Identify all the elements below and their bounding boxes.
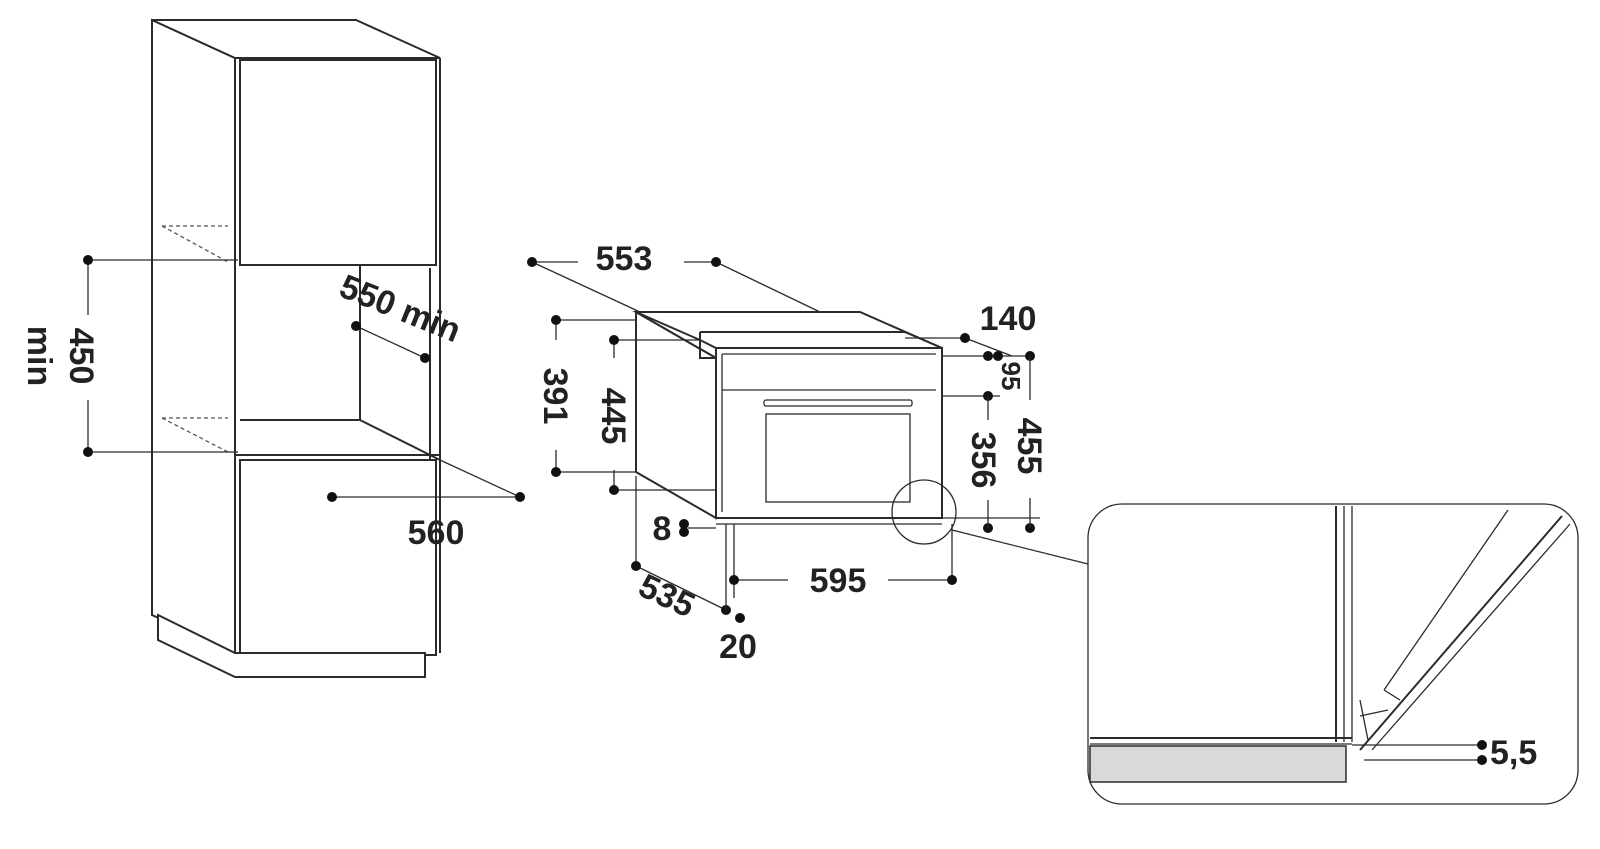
dim-body-height-label: 391 — [536, 368, 574, 425]
dim-niche-width-label: 560 — [408, 514, 465, 552]
dim-door-height-label: 455 — [1010, 418, 1048, 475]
dim-top-recess-label: 140 — [980, 300, 1037, 338]
dim-bottom-gap-label: 8 — [653, 510, 672, 548]
dim-total-depth-label: 553 — [596, 240, 653, 278]
cabinet-drawing — [83, 18, 525, 678]
dim-door-thickness-label: 20 — [719, 628, 757, 666]
dim-niche-depth-label: 550 min — [334, 267, 466, 350]
detail-zoom — [1087, 503, 1579, 805]
dim-niche-height-label: 450 — [62, 328, 100, 385]
dim-niche-height-suffix: min — [20, 326, 58, 386]
dim-front-width-label: 595 — [810, 562, 867, 600]
dim-front-height-label: 445 — [594, 388, 632, 445]
oven-drawing — [527, 257, 1089, 623]
dim-cavity-height-label: 356 — [964, 432, 1002, 489]
dim-detail-gap-label: 5,5 — [1490, 734, 1537, 772]
dim-control-panel-label: 95 — [996, 362, 1026, 391]
dim-body-depth-label: 535 — [633, 567, 700, 625]
